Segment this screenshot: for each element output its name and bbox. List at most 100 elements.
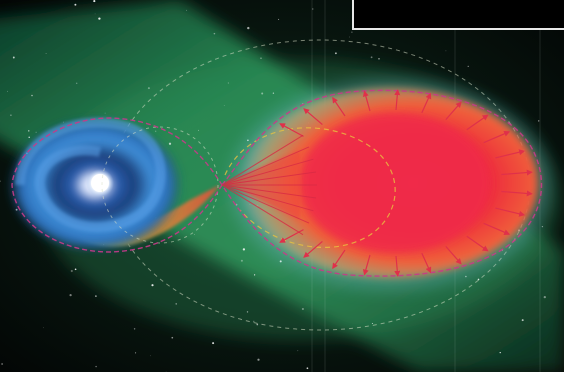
star-dot <box>223 105 225 106</box>
star-dot <box>254 274 256 276</box>
outflow-arrow <box>394 255 401 277</box>
outflow-arrow <box>303 108 323 126</box>
outflow-arrow <box>332 249 346 270</box>
star-dot <box>75 82 78 85</box>
star-dot <box>253 320 255 323</box>
star-dot <box>543 295 546 299</box>
star-dot <box>370 56 373 59</box>
star-dot <box>1 363 3 365</box>
star-dot <box>445 50 447 52</box>
star-dot <box>10 114 12 117</box>
star-dot <box>133 328 136 330</box>
outflow-arrow <box>495 207 526 217</box>
inflow-rays <box>221 134 317 236</box>
outflow-arrow <box>421 252 432 274</box>
star-dot <box>95 295 97 297</box>
star-dot <box>31 94 33 97</box>
star-dot <box>194 234 195 235</box>
outflow-arrow <box>466 235 489 252</box>
inner-orbit-circle <box>101 126 219 244</box>
outflow-arrow <box>332 96 346 117</box>
star-dot <box>312 8 314 10</box>
star-dot <box>349 36 350 38</box>
star-dot <box>135 352 137 354</box>
star-dot <box>371 322 373 325</box>
star-dot <box>12 56 15 59</box>
star-dot <box>186 9 187 11</box>
star-dot <box>70 269 73 273</box>
star-dot <box>28 130 30 132</box>
star-dot <box>278 18 280 20</box>
star-dot <box>538 120 540 122</box>
star-dot <box>301 307 304 311</box>
outflow-arrow <box>362 254 371 276</box>
star-dot <box>35 131 37 133</box>
star-dot <box>261 92 264 95</box>
star-dot <box>351 31 353 33</box>
star-dot <box>175 303 177 305</box>
outflow-arrow <box>362 90 371 112</box>
star-dot <box>74 268 77 271</box>
star-dot <box>247 26 250 30</box>
inflow-ray <box>221 158 314 186</box>
star-dot <box>150 355 151 357</box>
outflow-arrow <box>394 89 401 111</box>
star-dot <box>306 367 309 370</box>
star-dot <box>45 53 47 54</box>
outflow-arrow <box>421 92 432 114</box>
outflow-arrow <box>466 114 489 131</box>
star-dot <box>95 365 97 368</box>
star-dot <box>104 112 106 114</box>
star-dot <box>94 13 96 15</box>
star-dot <box>155 130 157 132</box>
inflow-ray <box>221 171 317 186</box>
inflow-ray <box>221 146 310 186</box>
donor-star <box>230 80 550 290</box>
inflow-ray <box>221 184 310 224</box>
star-dot <box>98 17 101 20</box>
equipotential-line <box>224 127 396 248</box>
star-dot <box>0 180 1 182</box>
outflow-arrow <box>279 229 304 243</box>
inset-panel <box>352 0 564 30</box>
outflow-arrow <box>445 246 462 265</box>
star-dot <box>74 3 77 6</box>
outflow-arrow <box>303 240 323 258</box>
outflow-arrow <box>445 101 462 120</box>
star-dot <box>147 87 150 90</box>
star-dot <box>171 336 174 339</box>
inflow-ray <box>221 184 304 236</box>
outflow-arrow <box>501 169 533 176</box>
star-dot <box>256 323 259 326</box>
star-dot <box>499 351 501 354</box>
star-dot <box>151 284 154 287</box>
outflow-arrow <box>483 222 511 236</box>
star-dot <box>198 129 199 131</box>
star-dot <box>28 136 30 139</box>
outflow-arrow <box>483 130 511 144</box>
star-dot <box>213 32 216 35</box>
outflow-arrow <box>279 123 304 137</box>
star-dot <box>69 293 72 297</box>
star-dot <box>272 92 275 94</box>
star-dot <box>467 65 469 68</box>
star-dot <box>93 0 96 3</box>
star-dot <box>521 319 524 322</box>
inflow-ray <box>221 184 314 212</box>
star-dot <box>7 90 9 92</box>
star-dot <box>212 342 215 345</box>
star-dot <box>246 311 249 313</box>
surface-arrows <box>279 89 533 277</box>
star-dot <box>334 52 337 55</box>
outflow-arrow <box>501 190 533 197</box>
star-dot <box>541 226 544 228</box>
star-dot <box>297 350 299 352</box>
outflow-arrow <box>495 149 526 159</box>
inflow-ray <box>221 134 304 186</box>
inflow-ray <box>221 184 317 199</box>
star-dot <box>257 358 260 361</box>
star-dot <box>240 259 243 262</box>
star-dot <box>43 327 44 329</box>
star-dot <box>227 82 230 84</box>
